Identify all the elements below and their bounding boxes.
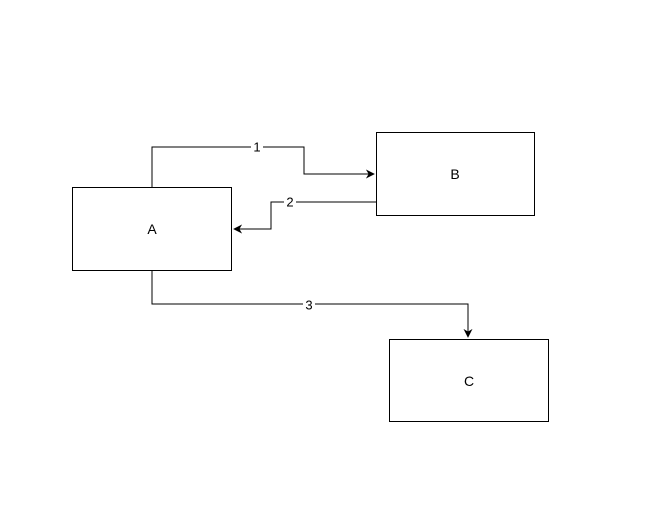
node-c-box[interactable] (389, 339, 549, 422)
edge-b-to-a-label-bg (284, 195, 296, 210)
node-b-box[interactable] (376, 132, 535, 216)
node-b[interactable]: B (376, 132, 535, 216)
node-c-label: C (464, 373, 474, 389)
edge-a-to-c[interactable]: 3 (151, 270, 473, 338)
edge-a-to-c-label: 3 (305, 298, 312, 313)
edge-b-to-a[interactable]: 2 (233, 195, 376, 234)
edge-a-to-b-line[interactable] (151, 146, 375, 187)
edge-a-to-b-label: 1 (253, 140, 260, 155)
node-c[interactable]: C (389, 339, 549, 422)
edge-a-to-c-label-bg (303, 297, 315, 312)
edge-b-to-a-label: 2 (286, 195, 293, 210)
edge-a-to-b-label-bg (251, 140, 263, 155)
edge-a-to-b[interactable]: 1 (151, 140, 375, 188)
node-a[interactable]: A (72, 187, 232, 271)
node-a-box[interactable] (72, 187, 232, 271)
edge-b-to-a-line[interactable] (233, 201, 376, 234)
node-b-label: B (450, 166, 459, 182)
node-a-label: A (147, 221, 157, 237)
